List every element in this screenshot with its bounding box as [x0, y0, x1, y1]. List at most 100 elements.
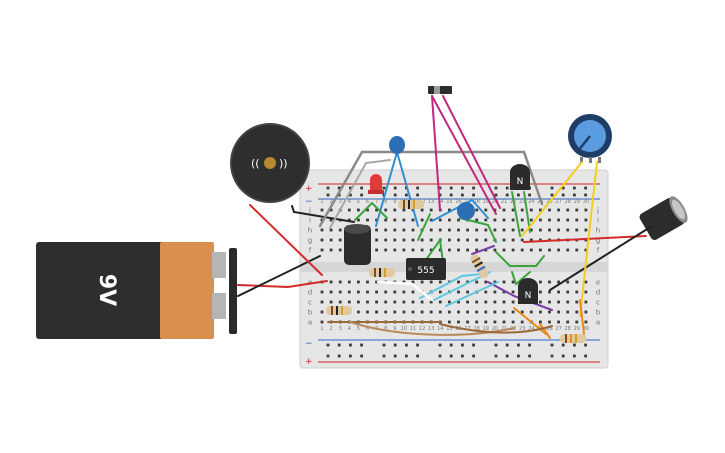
breadboard-hole[interactable]	[493, 280, 497, 284]
breadboard-hole[interactable]	[561, 354, 565, 358]
breadboard-hole[interactable]	[329, 280, 333, 284]
breadboard-hole[interactable]	[461, 354, 464, 358]
breadboard-hole[interactable]	[420, 238, 424, 242]
breadboard-hole[interactable]	[411, 228, 415, 232]
breadboard-hole[interactable]	[529, 228, 533, 232]
breadboard-hole[interactable]	[584, 193, 587, 197]
breadboard-hole[interactable]	[337, 186, 341, 190]
breadboard-hole[interactable]	[393, 354, 397, 358]
breadboard-hole[interactable]	[438, 280, 442, 284]
breadboard-hole[interactable]	[384, 208, 388, 212]
breadboard-hole[interactable]	[484, 300, 488, 304]
breadboard-hole[interactable]	[539, 310, 542, 314]
breadboard-hole[interactable]	[466, 280, 469, 284]
breadboard-hole[interactable]	[366, 208, 369, 212]
breadboard-hole[interactable]	[584, 310, 588, 314]
breadboard-hole[interactable]	[347, 218, 351, 222]
breadboard-hole[interactable]	[357, 280, 360, 284]
breadboard-hole[interactable]	[457, 310, 460, 314]
breadboard-hole[interactable]	[548, 280, 551, 284]
breadboard-hole[interactable]	[320, 310, 324, 314]
breadboard-hole[interactable]	[360, 354, 363, 358]
breadboard-hole[interactable]	[475, 238, 479, 242]
breadboard-hole[interactable]	[449, 354, 453, 358]
breadboard-hole[interactable]	[320, 228, 324, 232]
breadboard-hole[interactable]	[438, 310, 442, 314]
breadboard-hole[interactable]	[484, 320, 488, 324]
breadboard-hole[interactable]	[502, 320, 506, 324]
breadboard-hole[interactable]	[505, 193, 509, 197]
breadboard-hole[interactable]	[382, 354, 386, 358]
breadboard-hole[interactable]	[411, 248, 415, 252]
breadboard-hole[interactable]	[449, 186, 453, 190]
breadboard-hole[interactable]	[502, 300, 506, 304]
breadboard-hole[interactable]	[320, 248, 324, 252]
breadboard-hole[interactable]	[438, 186, 442, 190]
breadboard-hole[interactable]	[347, 280, 351, 284]
breadboard-hole[interactable]	[393, 208, 397, 212]
breadboard-hole[interactable]	[584, 238, 588, 242]
breadboard-hole[interactable]	[326, 186, 330, 190]
breadboard-hole[interactable]	[360, 193, 363, 197]
breadboard-hole[interactable]	[338, 290, 342, 294]
breadboard-hole[interactable]	[566, 218, 570, 222]
breadboard-hole[interactable]	[493, 310, 497, 314]
breadboard-hole[interactable]	[384, 238, 388, 242]
breadboard-hole[interactable]	[338, 280, 342, 284]
breadboard-hole[interactable]	[472, 193, 475, 197]
breadboard-hole[interactable]	[338, 248, 342, 252]
breadboard-hole[interactable]	[502, 228, 506, 232]
breadboard-hole[interactable]	[511, 310, 515, 314]
blue-ceramic-capacitor-top[interactable]	[389, 136, 405, 154]
breadboard-hole[interactable]	[438, 343, 442, 347]
breadboard-hole[interactable]	[573, 193, 576, 197]
breadboard-hole[interactable]	[405, 193, 408, 197]
breadboard-hole[interactable]	[557, 310, 560, 314]
breadboard-hole[interactable]	[539, 320, 542, 324]
breadboard-hole[interactable]	[573, 343, 576, 347]
breadboard-hole[interactable]	[457, 218, 460, 222]
breadboard-hole[interactable]	[566, 280, 570, 284]
breadboard-hole[interactable]	[511, 300, 515, 304]
resistor-bottom-right[interactable]	[560, 334, 586, 343]
breadboard-hole[interactable]	[557, 280, 560, 284]
breadboard-hole[interactable]	[329, 228, 333, 232]
breadboard-hole[interactable]	[584, 248, 588, 252]
breadboard-hole[interactable]	[511, 228, 515, 232]
breadboard-hole[interactable]	[329, 218, 333, 222]
breadboard-hole[interactable]	[402, 218, 406, 222]
breadboard-hole[interactable]	[411, 310, 415, 314]
breadboard-hole[interactable]	[461, 343, 464, 347]
breadboard-hole[interactable]	[561, 193, 565, 197]
breadboard-hole[interactable]	[539, 280, 542, 284]
breadboard-hole[interactable]	[326, 354, 330, 358]
resistor-vertical[interactable]	[469, 253, 490, 280]
breadboard-hole[interactable]	[402, 300, 406, 304]
breadboard-hole[interactable]	[494, 354, 498, 358]
breadboard-hole[interactable]	[384, 228, 388, 232]
breadboard-hole[interactable]	[550, 343, 554, 347]
breadboard-hole[interactable]	[511, 320, 515, 324]
breadboard-hole[interactable]	[548, 320, 551, 324]
resistor-middle[interactable]	[369, 268, 395, 277]
breadboard-hole[interactable]	[548, 300, 551, 304]
breadboard-hole[interactable]	[466, 320, 469, 324]
breadboard-hole[interactable]	[511, 280, 515, 284]
breadboard-hole[interactable]	[448, 300, 451, 304]
breadboard-hole[interactable]	[337, 343, 341, 347]
breadboard-hole[interactable]	[393, 228, 397, 232]
breadboard-hole[interactable]	[384, 310, 388, 314]
breadboard-hole[interactable]	[337, 354, 341, 358]
breadboard-hole[interactable]	[402, 248, 406, 252]
breadboard-hole[interactable]	[375, 300, 378, 304]
breadboard-hole[interactable]	[557, 290, 560, 294]
breadboard-hole[interactable]	[347, 300, 351, 304]
breadboard-hole[interactable]	[475, 218, 479, 222]
breadboard-hole[interactable]	[548, 290, 551, 294]
breadboard-hole[interactable]	[326, 193, 330, 197]
breadboard-hole[interactable]	[329, 290, 333, 294]
breadboard-hole[interactable]	[493, 300, 497, 304]
breadboard-hole[interactable]	[429, 228, 433, 232]
breadboard-hole[interactable]	[349, 186, 352, 190]
breadboard-hole[interactable]	[539, 208, 542, 212]
